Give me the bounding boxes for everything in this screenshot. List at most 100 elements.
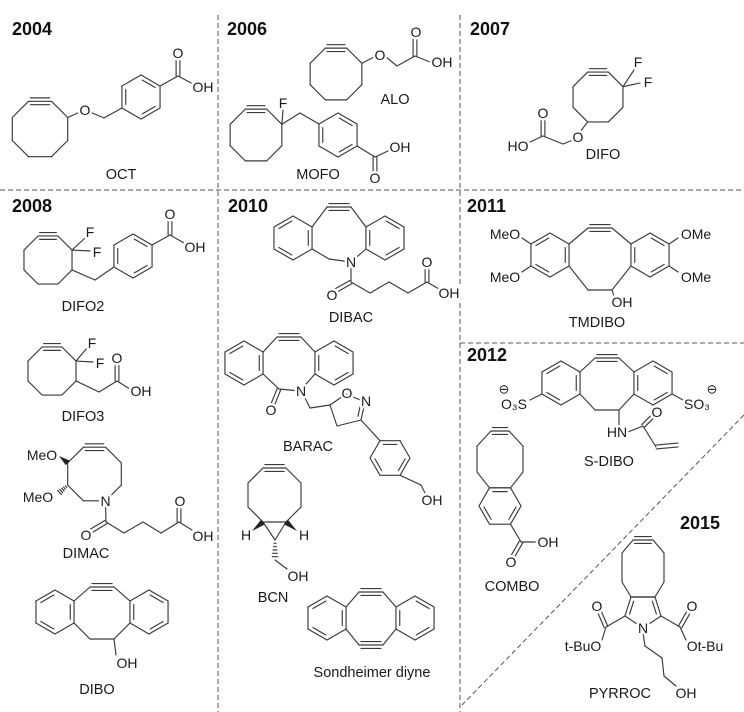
bond: [98, 380, 118, 393]
bond: [274, 521, 287, 541]
compound-name-pyrroc: PYRROC: [589, 686, 651, 702]
bond: [67, 446, 84, 464]
bond: [384, 248, 405, 261]
structure-combo: OOH: [476, 427, 561, 573]
bond: [105, 521, 125, 534]
bond: [345, 591, 360, 608]
bond: [274, 559, 288, 570]
atom-label: OMe: [681, 269, 712, 285]
bond: [621, 581, 632, 598]
bond: [300, 336, 316, 353]
compound-name-sondheimer-diyne: Sondheimer diyne: [314, 665, 431, 681]
bond: [94, 266, 115, 281]
bond: [67, 484, 84, 502]
bond: [346, 47, 363, 64]
bond: [414, 628, 435, 641]
bond: [508, 430, 524, 447]
bond: [333, 373, 354, 386]
bond: [357, 403, 362, 417]
bond: [89, 519, 106, 530]
compound-name-difo3: DIFO3: [62, 409, 105, 425]
bond: [661, 657, 665, 677]
atom-label: OH: [131, 383, 152, 399]
bond: [653, 365, 668, 375]
bond: [285, 506, 302, 523]
atom-label: ⊖: [707, 382, 718, 397]
year-label: 2015: [680, 513, 720, 533]
bond: [611, 227, 632, 245]
bond: [309, 404, 331, 409]
bond: [132, 233, 153, 246]
atom-label: OH: [288, 568, 309, 584]
atom-label: F: [644, 74, 653, 90]
bond: [35, 622, 56, 635]
bond: [509, 523, 522, 543]
bond: [350, 281, 371, 294]
bond: [311, 248, 330, 260]
bond: [142, 521, 162, 534]
bond: [572, 71, 589, 88]
bond: [579, 393, 596, 411]
bond: [388, 281, 409, 294]
atom-label: OH: [538, 534, 559, 550]
bond: [374, 149, 391, 158]
bond: [546, 365, 561, 375]
bond: [521, 265, 532, 273]
atom-label: O: [375, 47, 386, 63]
bond: [345, 393, 366, 403]
bond: [54, 622, 75, 635]
bond: [369, 440, 381, 459]
bond: [345, 628, 360, 646]
bond: [622, 69, 635, 88]
bond: [27, 346, 43, 362]
bond: [60, 487, 65, 492]
bond: [292, 248, 313, 261]
bond: [262, 521, 276, 541]
atom-label: N: [638, 620, 648, 636]
bond: [651, 600, 657, 615]
atom-label: O: [175, 493, 186, 509]
bond: [627, 425, 644, 433]
compound-name-combo: COMBO: [485, 579, 540, 595]
bond: [314, 340, 335, 353]
bond: [224, 373, 245, 386]
bond: [160, 521, 180, 534]
bond: [311, 206, 328, 228]
bond: [299, 373, 316, 392]
bond: [133, 264, 148, 274]
bond: [399, 457, 411, 476]
atom-label: OH: [432, 54, 453, 70]
bond: [121, 107, 142, 120]
bond: [510, 540, 520, 556]
bond: [229, 145, 246, 162]
bond: [329, 393, 347, 406]
bond: [541, 393, 562, 406]
bond: [61, 380, 77, 396]
bond: [307, 628, 328, 641]
bond: [529, 135, 544, 143]
bond: [243, 373, 264, 386]
bond: [11, 100, 30, 119]
atom-label: O: [173, 45, 184, 61]
bond: [642, 425, 657, 448]
divider-diagonal: [461, 414, 744, 706]
atom-label: O: [342, 385, 353, 401]
atom-label: F: [634, 54, 643, 70]
bond: [71, 269, 96, 281]
bond: [132, 266, 153, 279]
bond: [521, 237, 532, 245]
bond: [35, 589, 56, 602]
bond: [148, 589, 169, 602]
atom-label: OMe: [681, 226, 712, 242]
compound-name-bcn: BCN: [258, 590, 289, 606]
atom-label: OH: [390, 139, 411, 155]
wedge-bond: [284, 519, 297, 531]
bond: [40, 594, 55, 604]
bond: [177, 75, 194, 85]
